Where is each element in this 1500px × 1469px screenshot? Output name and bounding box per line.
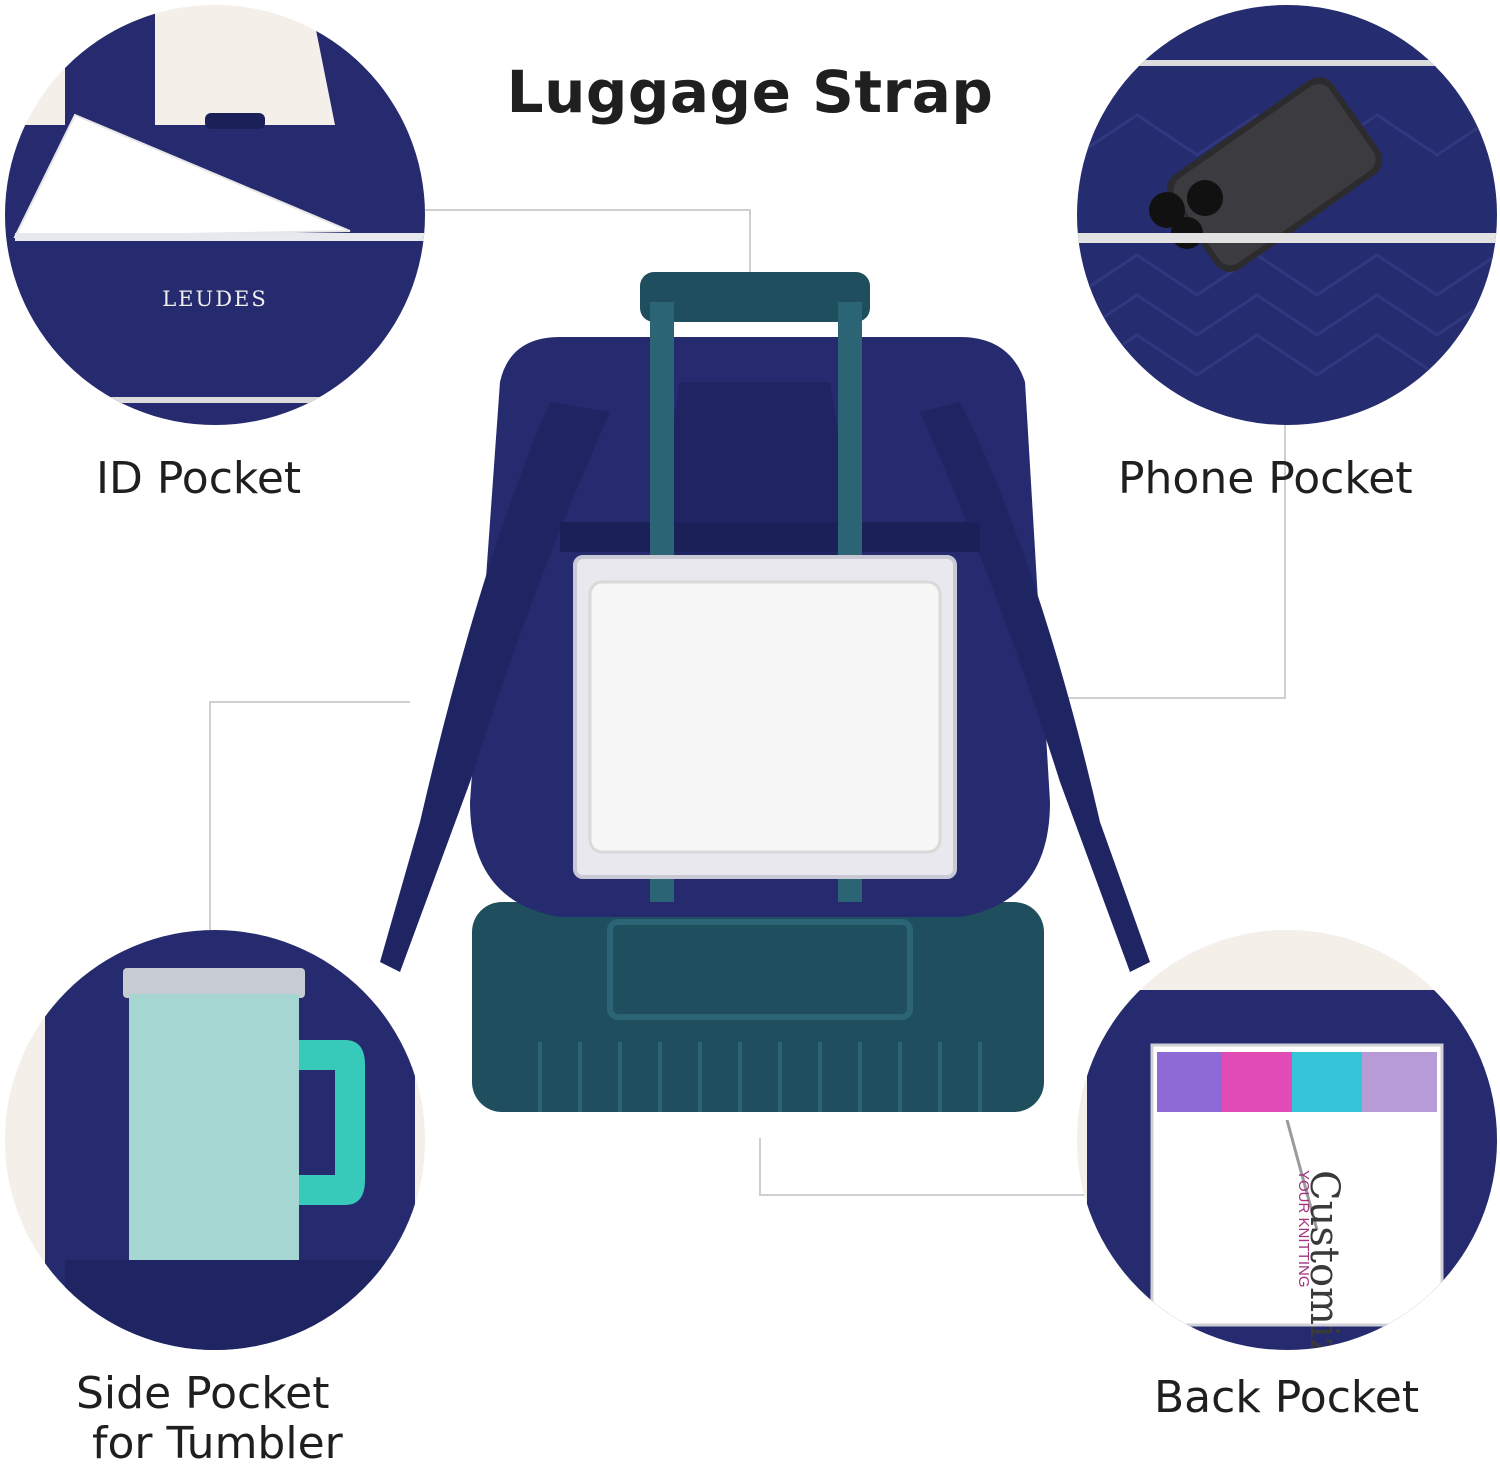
phone-pocket-image xyxy=(1077,5,1497,425)
back-pocket-label: Back Pocket xyxy=(1154,1372,1420,1423)
id-pocket-label: ID Pocket xyxy=(96,453,302,504)
phone-icon xyxy=(1166,77,1383,272)
book-subtitle-text: YOUR KNITTING xyxy=(1295,1170,1312,1288)
brand-logo-text: LEUDES xyxy=(162,287,268,311)
side-pocket-label-line2: for Tumbler xyxy=(92,1418,343,1469)
back-pocket-image: Customize YOUR KNITTING xyxy=(1077,930,1497,1350)
phone-pocket-label: Phone Pocket xyxy=(1118,453,1413,504)
backpack-on-suitcase-image xyxy=(360,262,1160,1112)
side-pocket-image xyxy=(5,930,425,1350)
page-title: Luggage Strap xyxy=(506,58,994,126)
side-pocket-label-line1: Side Pocket xyxy=(76,1368,330,1419)
tumbler-icon xyxy=(123,968,365,1294)
